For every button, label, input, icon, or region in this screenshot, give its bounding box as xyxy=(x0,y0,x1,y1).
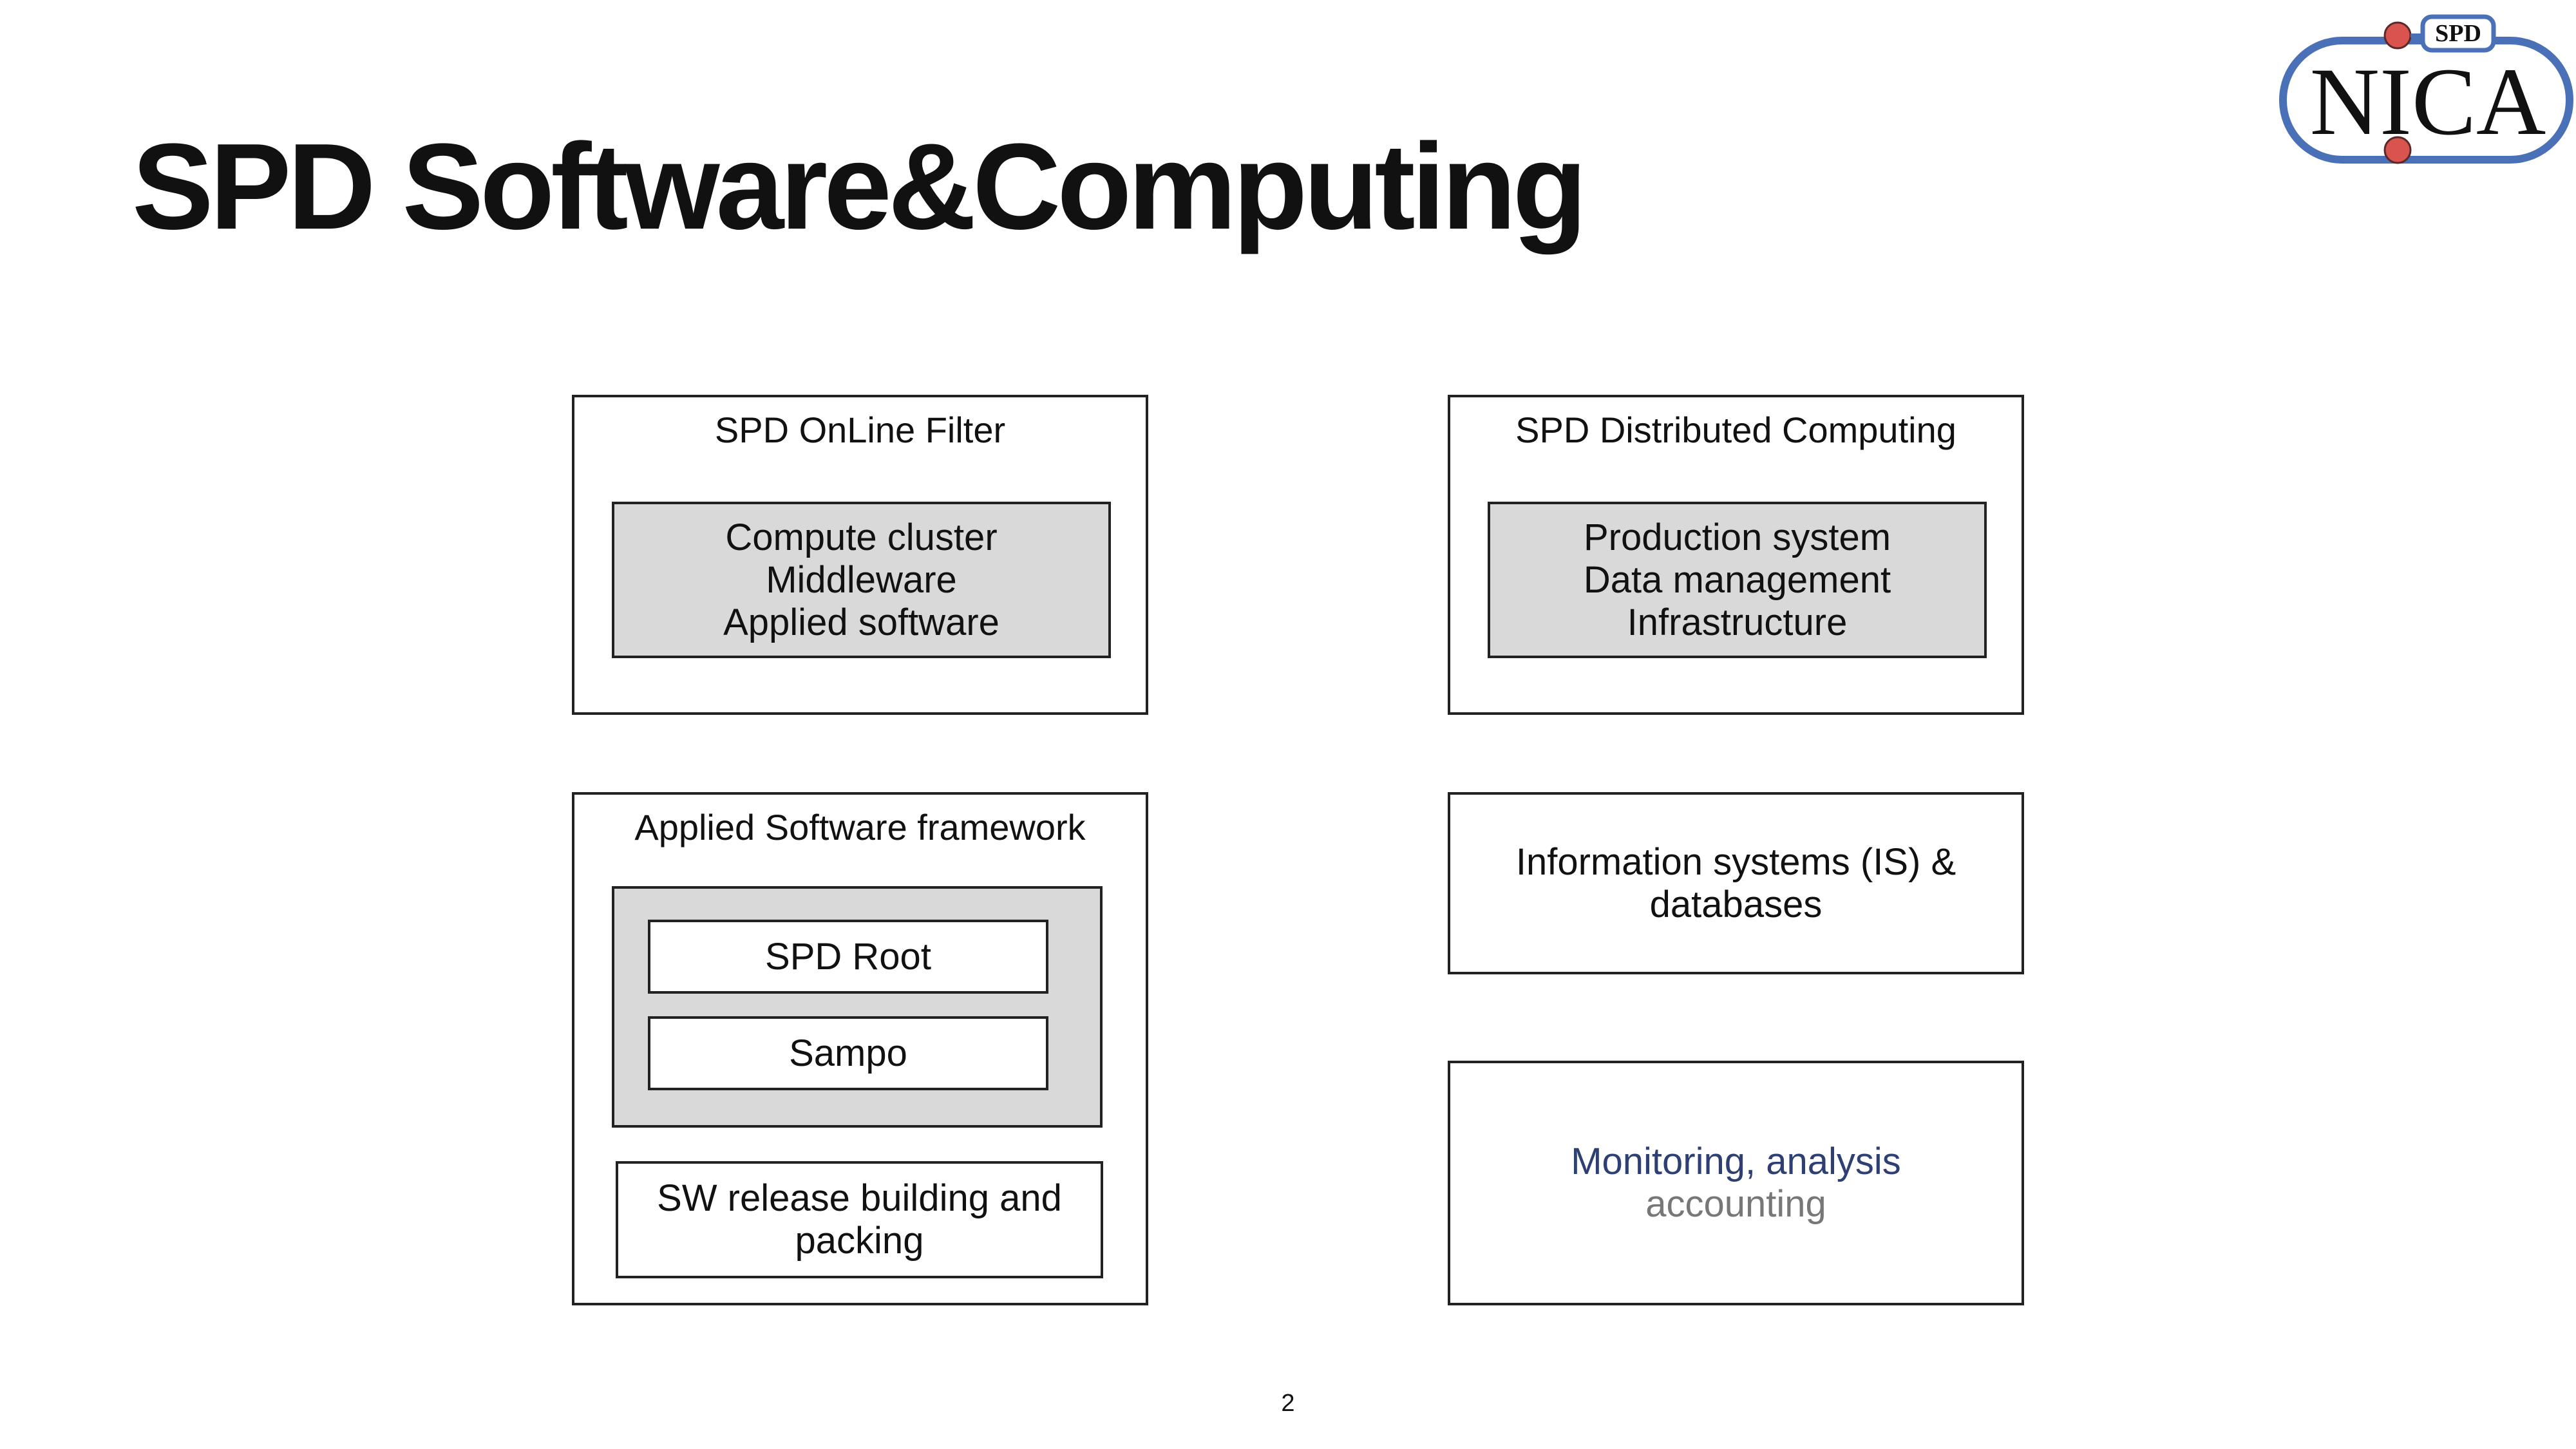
online-filter-item: Compute cluster xyxy=(725,516,998,558)
nica-logo: SPD NICA xyxy=(2279,14,2573,164)
distributed-computing-item: Data management xyxy=(1583,558,1891,601)
logo-badge xyxy=(2420,14,2496,53)
sampo-label: Sampo xyxy=(789,1032,907,1074)
online-filter-item: Applied software xyxy=(723,601,999,643)
framework-box: Applied Software framework SPD Root Samp… xyxy=(572,792,1148,1305)
distributed-computing-box: SPD Distributed Computing Production sys… xyxy=(1448,395,2024,715)
online-filter-box: SPD OnLine Filter Compute cluster Middle… xyxy=(572,395,1148,715)
logo-badge-text: SPD xyxy=(2435,20,2481,47)
distributed-computing-components: Production system Data management Infras… xyxy=(1488,502,1987,658)
spd-root-box: SPD Root xyxy=(648,920,1048,994)
logo-dot-top xyxy=(2383,21,2412,50)
monitoring-label-line1: Monitoring, analysis xyxy=(1571,1141,1901,1182)
distributed-computing-item: Production system xyxy=(1583,516,1891,558)
logo-wordmark: NICA xyxy=(2310,48,2546,155)
distributed-computing-item: Infrastructure xyxy=(1627,601,1848,643)
framework-packages: SPD Root Sampo xyxy=(612,886,1103,1128)
page-number: 2 xyxy=(1281,1390,1295,1417)
monitoring-box: Monitoring, analysis accounting xyxy=(1448,1061,2024,1305)
online-filter-title: SPD OnLine Filter xyxy=(714,410,1006,450)
sampo-box: Sampo xyxy=(648,1016,1048,1090)
online-filter-components: Compute cluster Middleware Applied softw… xyxy=(612,502,1111,658)
distributed-computing-title: SPD Distributed Computing xyxy=(1515,410,1956,450)
information-systems-box: Information systems (IS) & databases xyxy=(1448,792,2024,974)
information-systems-label: Information systems (IS) & databases xyxy=(1515,840,1956,925)
page-title: SPD Software&Computing xyxy=(132,118,1587,255)
sw-release-label: SW release building and packing xyxy=(657,1177,1062,1262)
sw-release-box: SW release building and packing xyxy=(616,1161,1103,1278)
spd-root-label: SPD Root xyxy=(765,935,931,978)
monitoring-label-line2: accounting xyxy=(1645,1183,1826,1225)
framework-title: Applied Software framework xyxy=(634,807,1086,848)
online-filter-item: Middleware xyxy=(766,558,957,601)
logo-dot-bottom xyxy=(2383,136,2412,164)
